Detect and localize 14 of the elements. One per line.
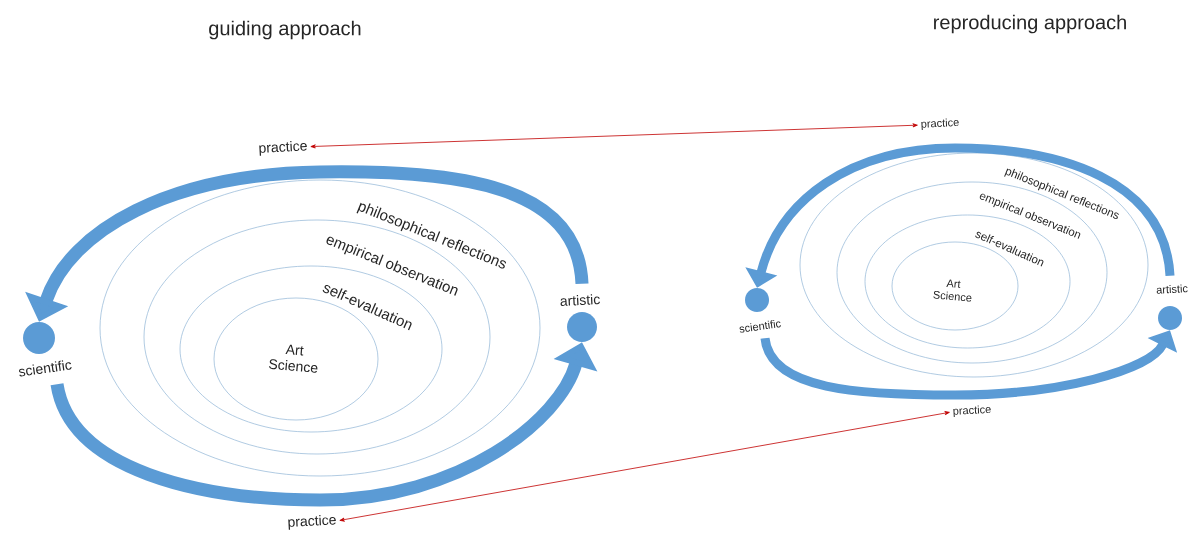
double-arrow <box>310 123 918 149</box>
ring-label: Art Science <box>933 279 972 302</box>
practice-label: practice <box>953 405 991 418</box>
ring-label: Art Science <box>268 344 318 373</box>
heading: guiding approach <box>209 20 361 40</box>
practice-label: practice <box>259 141 307 156</box>
practice-label: practice <box>921 118 959 131</box>
circle-label: scientific <box>739 319 781 333</box>
double-arrow <box>339 411 950 522</box>
circle-label: scientific <box>19 360 72 377</box>
practice-label: practice <box>288 515 336 530</box>
heading: reproducing approach <box>934 14 1126 34</box>
circle-label: artistic <box>560 294 600 307</box>
circle-label: artistic <box>1156 284 1188 294</box>
